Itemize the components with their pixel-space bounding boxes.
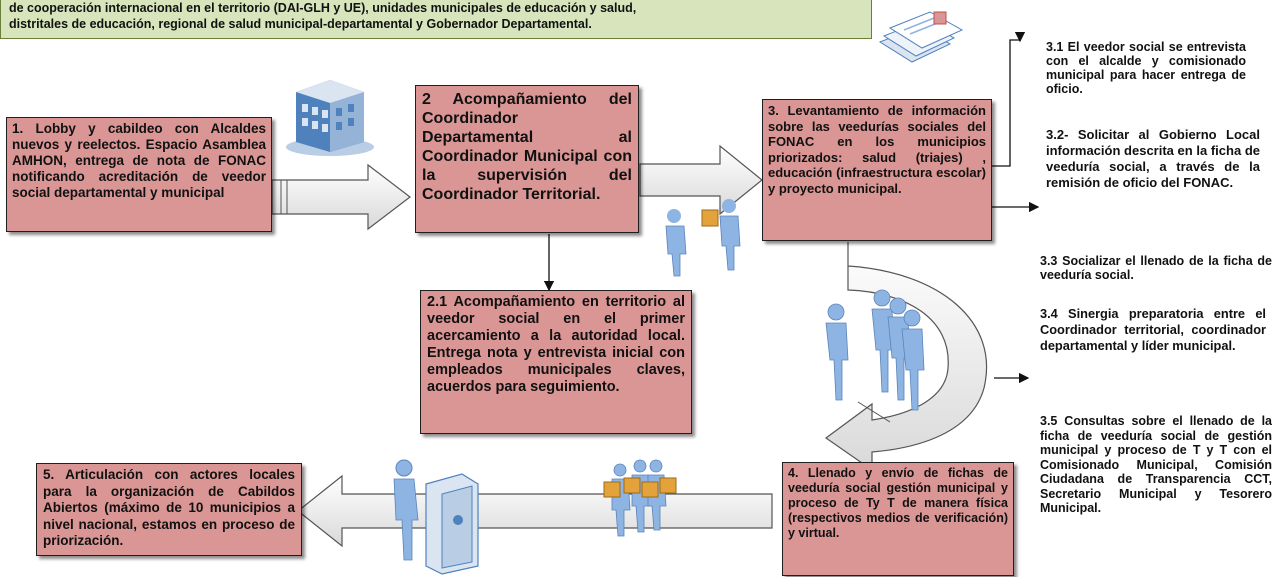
header-line-2: distritales de educación, regional de sa…	[9, 17, 592, 31]
step-5-box: 5. Articulación con actores locales para…	[36, 463, 302, 556]
documents-icon	[878, 11, 964, 63]
people-carrying-boxes-icon	[603, 459, 677, 537]
step-5-text: 5. Articulación con actores locales para…	[43, 467, 295, 548]
handshake-people-icon	[665, 199, 741, 277]
note-3-2: 3.2- Solicitar al Gobierno Local informa…	[1046, 127, 1260, 190]
block-arrow-4-to-5	[297, 474, 773, 548]
step-1-text: 1. Lobby y cabildeo con Alcaldes nuevos …	[12, 121, 266, 200]
step-1-box: 1. Lobby y cabildeo con Alcaldes nuevos …	[6, 117, 272, 232]
step-3-text: 3. Levantamiento de información sobre la…	[768, 103, 986, 196]
building-icon	[286, 80, 374, 156]
curved-arrow-3-to-4	[824, 242, 988, 472]
header-line-1: de cooperación internacional en el terri…	[9, 1, 637, 15]
block-arrow-1-to-2	[271, 163, 411, 231]
note-3-3: 3.3 Socializar el llenado de la ficha de…	[1040, 254, 1272, 282]
step-3-box: 3. Levantamiento de información sobre la…	[762, 99, 992, 241]
step-4-text: 4. Llenado y envío de fichas de veeduría…	[788, 466, 1008, 540]
step-2-box: 2 Acompañamiento del Coordinador Departa…	[415, 85, 639, 233]
step-2-text: 2 Acompañamiento del Coordinador Departa…	[422, 91, 632, 203]
block-arrow-2-to-3	[639, 144, 763, 216]
step-2-1-text: 2.1 Acompañamiento en territorio al veed…	[427, 294, 685, 395]
header-banner: de cooperación internacional en el terri…	[0, 0, 872, 39]
step-4-box: 4. Llenado y envío de fichas de veeduría…	[782, 462, 1014, 576]
person-at-safe-icon	[393, 459, 479, 575]
note-3-4: 3.4 Sinergia preparatoria entre el Coord…	[1040, 306, 1266, 353]
group-meeting-icon	[825, 289, 925, 423]
note-3-1: 3.1 El veedor social se entrevista con e…	[1046, 40, 1246, 96]
note-3-5: 3.5 Consultas sobre el llenado de la fic…	[1040, 414, 1272, 515]
step-2-1-box: 2.1 Acompañamiento en territorio al veed…	[420, 290, 692, 434]
